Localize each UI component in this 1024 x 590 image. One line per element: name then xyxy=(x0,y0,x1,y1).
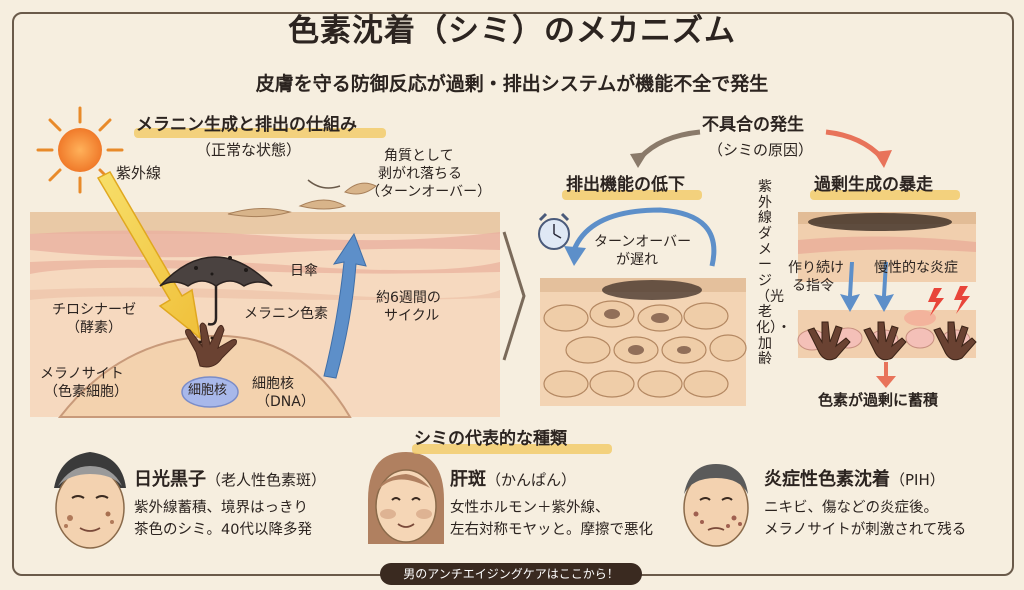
flake-pointer-icon xyxy=(307,179,341,189)
face-elderly-man-icon xyxy=(54,452,126,549)
left-panel-heading-note: （正常な状態） xyxy=(196,141,302,159)
type-solar-lentigo-desc-2: 茶色のシミ。40代以降多発 xyxy=(134,522,312,538)
overactive-melanocytes-icon xyxy=(807,321,977,361)
slow-turnover-arrow-icon xyxy=(564,207,717,267)
skin-overproduction xyxy=(797,212,976,358)
page-title: 色素沈着（シミ）のメカニズム xyxy=(288,13,736,49)
right-panel-heading: 不具合の発生 xyxy=(702,115,804,135)
keratin-flakes-icon xyxy=(227,182,377,218)
parasol-label: 日傘 xyxy=(290,263,318,279)
right-heading-highlight xyxy=(810,190,960,200)
inflammation-label: 慢性的な炎症 xyxy=(874,260,958,276)
skin-slow-turnover xyxy=(540,278,747,406)
inflammation-lightning-icon xyxy=(928,286,970,316)
type-sub: （老人性色素斑） xyxy=(206,471,327,489)
keratin-label-1: 角質として xyxy=(384,148,454,164)
types-heading: シミの代表的な種類 xyxy=(414,429,567,449)
tyrosinase-label: チロシナーゼ xyxy=(52,302,136,318)
type-pih-desc-2: メラノサイトが刺激されて残る xyxy=(764,522,967,538)
type-melasma-desc-2: 左右対称モヤッと。摩擦で悪化 xyxy=(450,522,653,538)
accumulation-arrow-icon xyxy=(876,362,896,388)
nucleus-label: 細胞核 xyxy=(252,376,294,392)
type-melasma-desc-1: 女性ホルモン＋紫外線、 xyxy=(450,500,610,516)
command-arrows-icon xyxy=(840,262,894,312)
right-panel-heading-note: （シミの原因） xyxy=(708,141,814,159)
nucleus-inner-label: 細胞核 xyxy=(188,383,228,398)
accumulation-label: 色素が過剰に蓄積 xyxy=(818,391,939,409)
type-pih-desc-1: ニキビ、傷などの炎症後。 xyxy=(764,500,938,516)
face-young-man-icon xyxy=(683,464,749,547)
keep-making-label-1: 作り続け xyxy=(788,260,844,276)
face-woman-icon xyxy=(368,452,444,544)
nucleus-note: （DNA） xyxy=(256,394,315,410)
melanocyte-note: （色素細胞） xyxy=(44,384,128,400)
type-name: 肝斑 xyxy=(450,469,486,490)
melanin-pigment-label: メラニン色素 xyxy=(244,306,328,322)
types-heading-highlight xyxy=(412,444,612,454)
type-sub: （PIH） xyxy=(890,471,945,489)
keratin-label-3: （ターンオーバー） xyxy=(366,184,492,200)
turnover-delay-label-1: ターンオーバー xyxy=(594,234,692,250)
branch-arrows-icon xyxy=(630,129,892,168)
type-pih-title: 炎症性色素沈着（PIH） xyxy=(764,469,945,491)
footer-banner[interactable]: 男のアンチエイジングケアはここから！ xyxy=(380,563,642,585)
cycle-label-2: サイクル xyxy=(384,308,440,324)
uv-arrow-icon xyxy=(96,171,202,340)
turnover-cycle-arrow-icon xyxy=(323,232,367,379)
heading-highlight xyxy=(134,128,386,138)
type-solar-lentigo-desc-1: 紫外線蓄積、境界はっきり xyxy=(134,500,308,516)
type-sub: （かんぱん） xyxy=(486,471,577,489)
type-name: 炎症性色素沈着 xyxy=(764,469,890,490)
uv-label: 紫外線 xyxy=(116,164,162,182)
left-panel-heading: メラニン生成と排出の仕組み xyxy=(136,115,357,135)
alarm-clock-icon xyxy=(538,212,570,250)
sun-icon xyxy=(36,106,124,194)
page-subtitle: 皮膚を守る防御反応が過剰・排出システムが機能不全で発生 xyxy=(255,73,769,95)
type-name: 日光黒子 xyxy=(134,469,206,490)
title-background xyxy=(268,18,756,58)
type-melasma-title: 肝斑（かんぱん） xyxy=(450,469,577,491)
overproduction-heading: 過剰生成の暴走 xyxy=(814,175,933,195)
slow-turnover-heading: 排出機能の低下 xyxy=(566,175,685,195)
nucleus-icon xyxy=(181,376,239,408)
turnover-delay-label-2: が遅れ xyxy=(616,252,658,268)
tyrosinase-note: （酵素） xyxy=(66,320,122,336)
left-heading-highlight xyxy=(562,190,702,200)
melanocyte-label: メラノサイト xyxy=(40,366,124,382)
type-solar-lentigo-title: 日光黒子（老人性色素斑） xyxy=(134,469,327,491)
melanocyte-cell-icon xyxy=(185,322,237,368)
vertical-cause-label: 紫外線ダメージ（光老化）・加齢 xyxy=(756,179,791,368)
keratin-label-2: 剥がれ落ちる xyxy=(378,166,462,182)
umbrella-icon xyxy=(159,256,273,326)
keep-making-label-2: る指令 xyxy=(792,278,834,294)
cycle-label-1: 約6週間の xyxy=(376,290,441,306)
transition-chevron-icon xyxy=(502,231,526,361)
skin-cross-section-normal xyxy=(30,212,500,418)
